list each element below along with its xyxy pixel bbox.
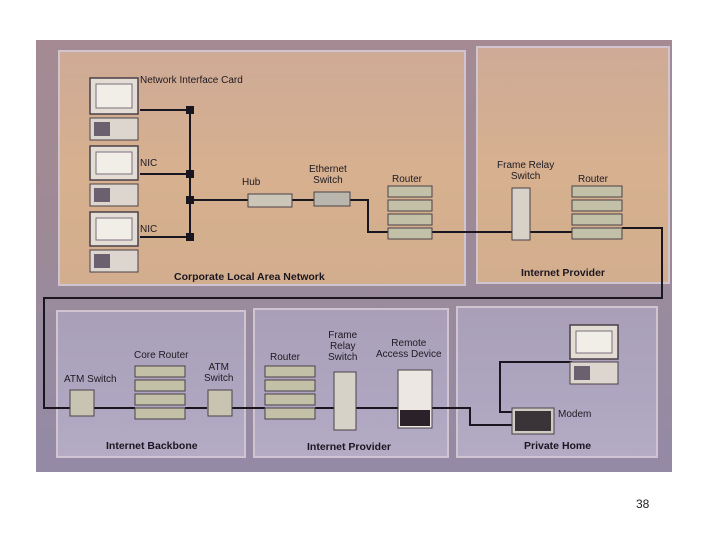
pc-3 xyxy=(89,211,139,273)
label-atm-switch-2: ATM Switch xyxy=(204,362,234,384)
label-core-router: Core Router xyxy=(134,350,189,361)
label-atm-switch-1: ATM Switch xyxy=(64,374,117,385)
core-router-stack xyxy=(134,365,186,420)
label-nic-3: NIC xyxy=(140,224,158,235)
pc-home xyxy=(569,324,619,385)
provider-router-stack-bottom xyxy=(264,365,316,420)
frame-relay-switch-bottom xyxy=(333,371,357,431)
label-network-interface-card: Network Interface Card xyxy=(140,75,243,86)
network-cables xyxy=(43,109,663,426)
label-hub: Hub xyxy=(242,177,261,188)
pc-2 xyxy=(89,145,139,207)
label-frame-relay-switch-top: Frame Relay Switch xyxy=(497,160,555,182)
pc-1 xyxy=(89,77,139,141)
label-remote-access-device: Remote Access Device xyxy=(376,338,442,360)
panel-title-corporate-lan: Corporate Local Area Network xyxy=(174,271,325,283)
panel-title-internet-provider-top: Internet Provider xyxy=(521,267,606,279)
label-router-provider-top: Router xyxy=(578,174,609,185)
ethernet-switch-device xyxy=(313,191,351,207)
panel-private-home xyxy=(456,306,658,458)
atm-switch-1-device xyxy=(69,389,95,417)
lan-router-stack xyxy=(387,185,433,240)
panel-internet-provider-top xyxy=(476,46,670,284)
panel-title-internet-backbone: Internet Backbone xyxy=(106,440,198,452)
panel-title-private-home: Private Home xyxy=(524,440,592,452)
label-nic-2: NIC xyxy=(140,158,158,169)
label-ethernet-switch: Ethernet Switch xyxy=(309,164,347,186)
label-router-lan: Router xyxy=(392,174,423,185)
frame-relay-switch-top xyxy=(511,187,531,241)
label-router-provider-bottom: Router xyxy=(270,352,301,363)
panel-title-internet-provider-bottom: Internet Provider xyxy=(307,441,392,453)
page-number: 38 xyxy=(636,497,650,511)
remote-access-device xyxy=(397,369,433,429)
modem-device xyxy=(511,407,555,435)
junction-dots xyxy=(186,106,194,241)
provider-router-stack-top xyxy=(571,185,623,240)
label-frame-relay-switch-bottom: Frame Relay Switch xyxy=(328,330,358,363)
atm-switch-2-device xyxy=(207,389,233,417)
diagram-photo xyxy=(36,40,672,472)
hub-device xyxy=(247,193,293,208)
label-modem: Modem xyxy=(558,409,592,420)
